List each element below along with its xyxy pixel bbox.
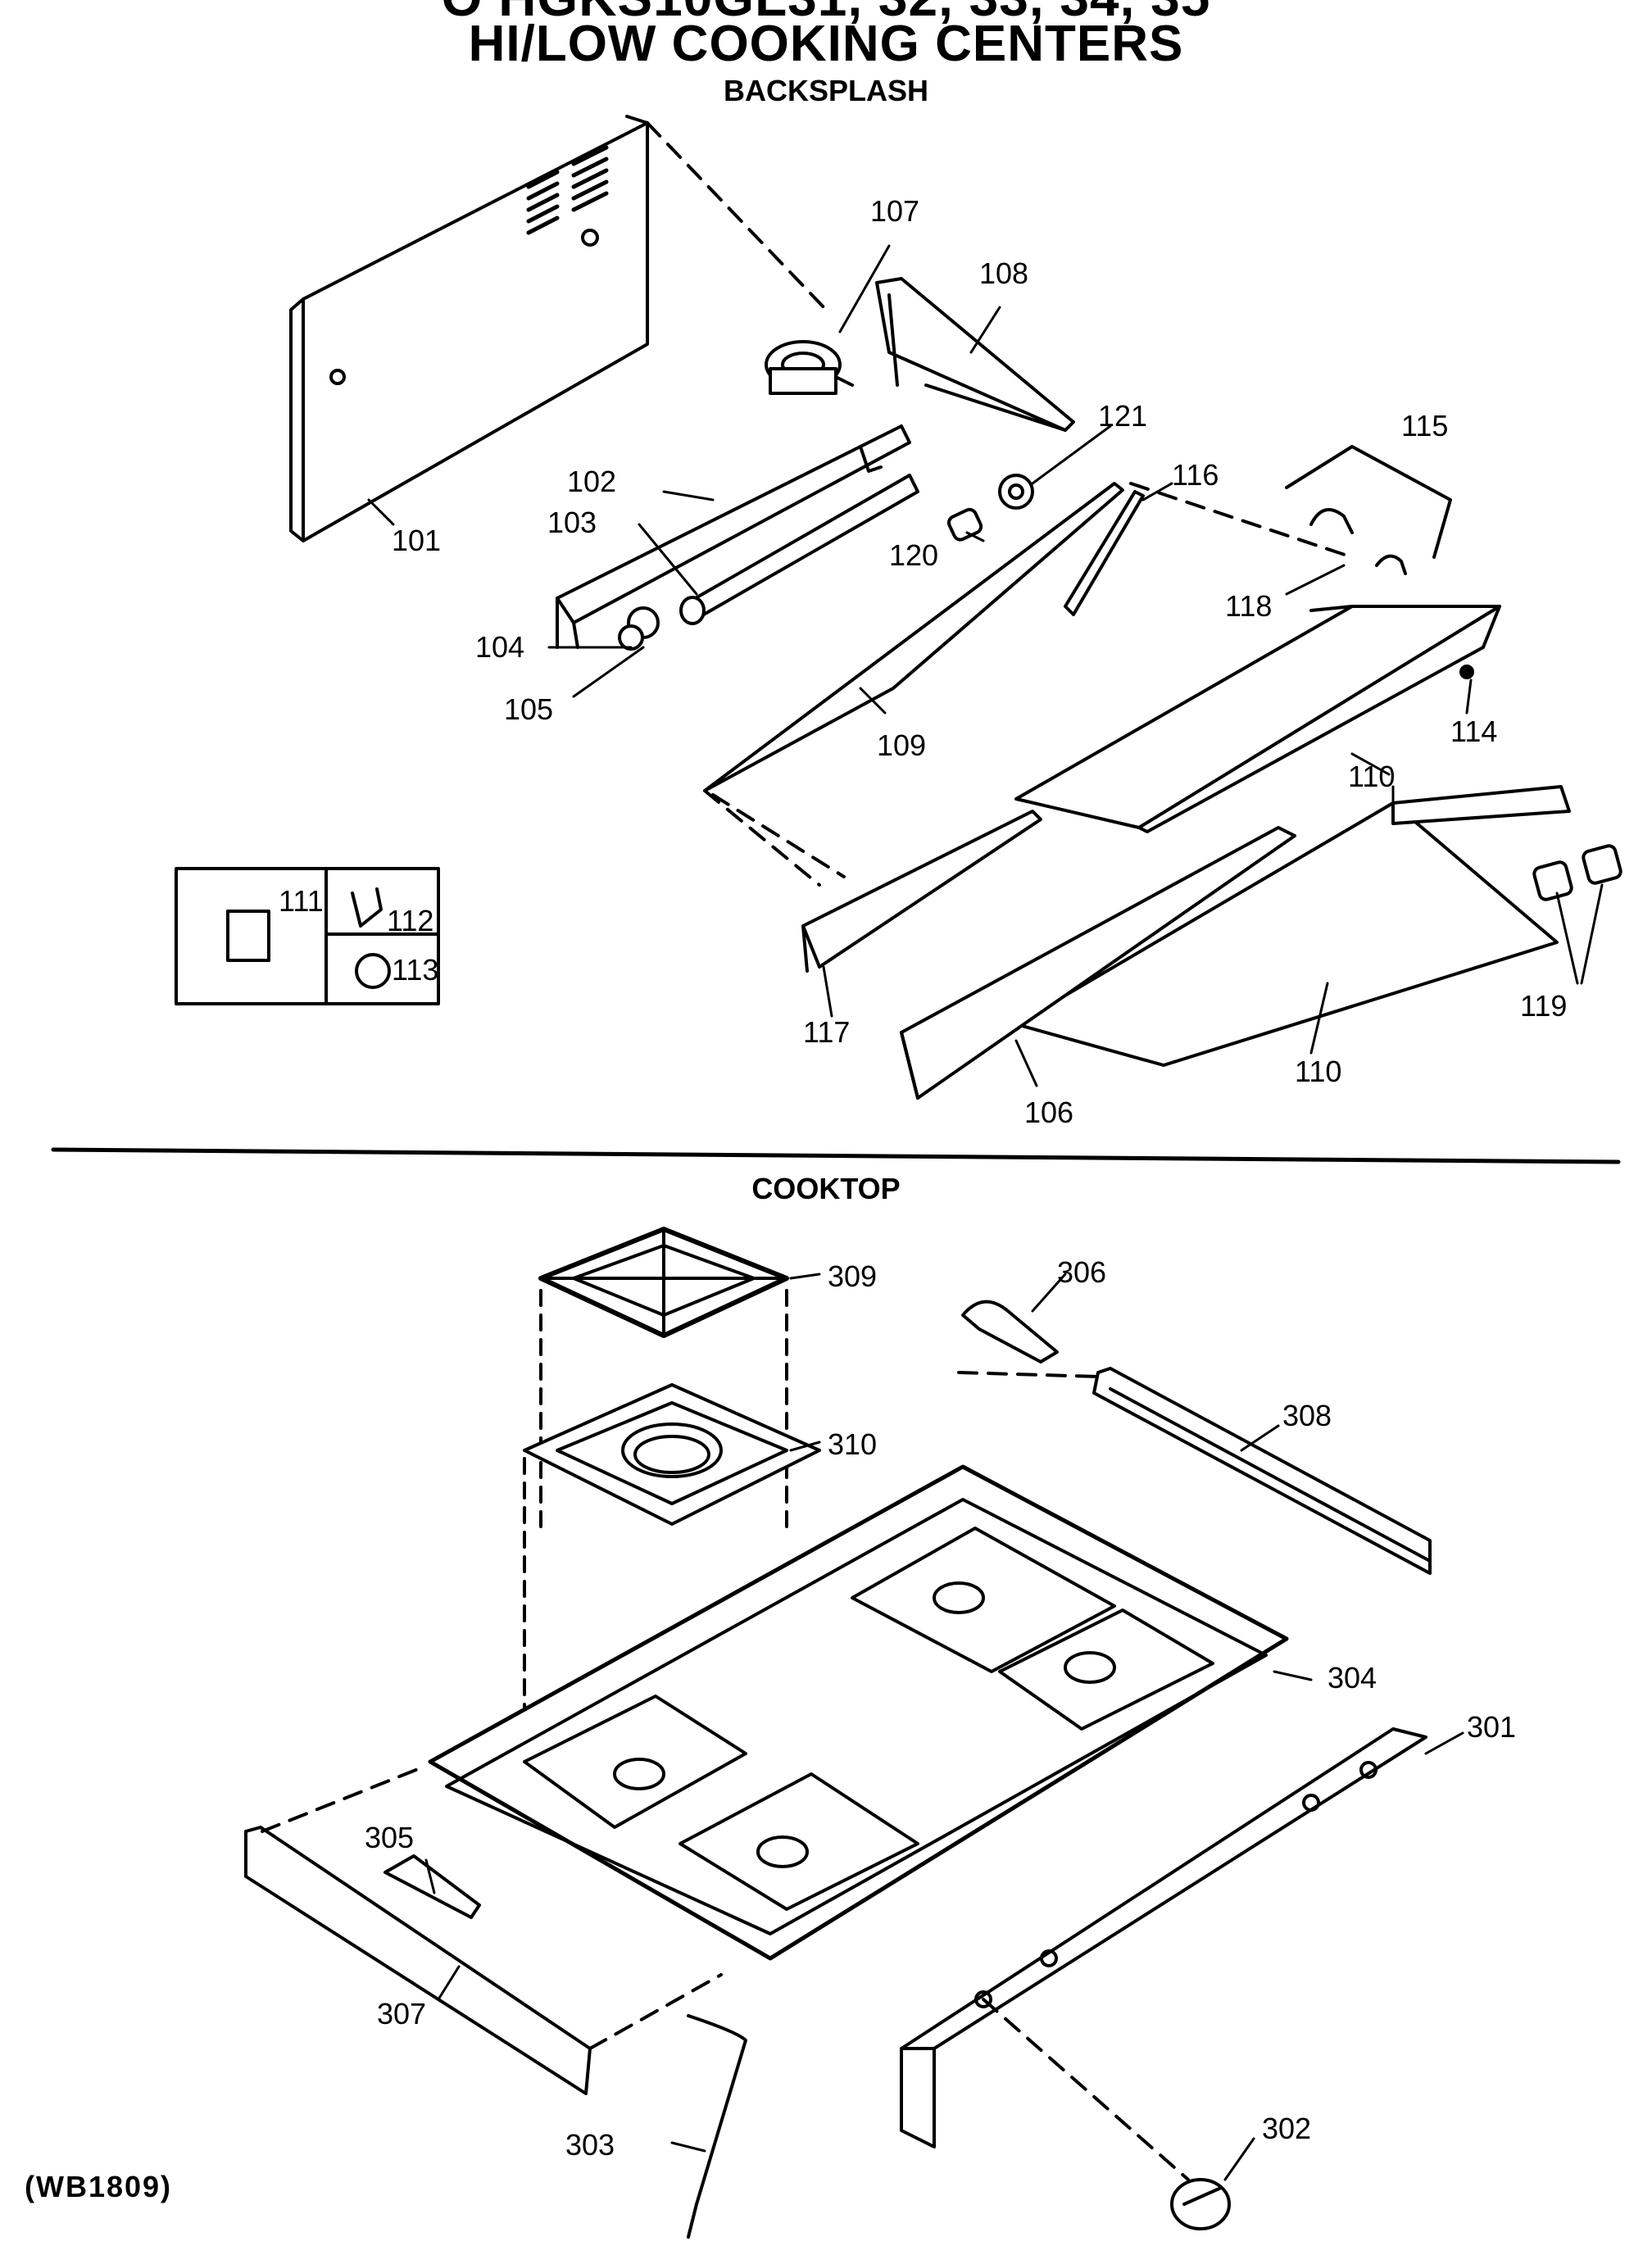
front-strip-307 (244, 1826, 592, 2095)
label-307: 307 (377, 1997, 426, 2030)
label-308: 308 (1282, 1399, 1332, 1432)
label-109: 109 (877, 728, 926, 762)
label-118: 118 (1225, 589, 1272, 623)
label-108: 108 (979, 256, 1028, 290)
trim-strip-116 (1064, 490, 1145, 616)
label-105: 105 (504, 692, 553, 726)
label-114: 114 (1450, 715, 1497, 748)
switches-119 (1532, 844, 1622, 901)
label-302: 302 (1262, 2112, 1311, 2145)
rail-106 (900, 826, 1296, 1100)
label-120: 120 (889, 538, 938, 572)
page-title: HI/LOW COOKING CENTERS (468, 16, 1184, 72)
label-304: 304 (1328, 1661, 1377, 1695)
label-115: 115 (1401, 409, 1448, 442)
label-102: 102 (567, 465, 616, 498)
label-106: 106 (1024, 1096, 1073, 1129)
grate-309 (538, 1227, 789, 1338)
glass-panel-109 (703, 482, 1124, 792)
bracket-108 (875, 277, 1075, 432)
label-103: 103 (547, 506, 597, 539)
front-panel-301 (900, 1727, 1427, 2148)
side-bracket-117 (801, 810, 1042, 973)
label-117: 117 (803, 1015, 850, 1049)
label-310: 310 (828, 1427, 877, 1461)
label-303: 303 (565, 2128, 615, 2162)
label-113: 113 (392, 953, 438, 987)
figure-code: (WB1809) (25, 2170, 173, 2203)
blower-107 (765, 340, 854, 395)
back-panel-101 (289, 115, 649, 542)
label-104: 104 (475, 630, 524, 664)
clips-115 (1285, 445, 1452, 575)
label-116: 116 (1172, 458, 1219, 492)
label-110-lower: 110 (1295, 1055, 1341, 1088)
section-title-cooktop: COOKTOP (751, 1172, 901, 1205)
label-309: 309 (828, 1259, 877, 1293)
section-title-backsplash: BACKSPLASH (723, 74, 928, 107)
tray-110-upper (1014, 605, 1501, 833)
label-119: 119 (1520, 989, 1567, 1023)
label-112: 112 (387, 904, 433, 937)
label-107: 107 (870, 194, 919, 228)
tray-110-lower (1014, 785, 1571, 1067)
label-121: 121 (1098, 399, 1147, 433)
drip-pan-310 (523, 1383, 821, 1526)
inset-box-111-113 (175, 867, 440, 1005)
rail-308 (1092, 1367, 1432, 1575)
label-101: 101 (392, 524, 441, 557)
partial-model-title: O HGKS10GL31, 32, 33, 34, 35 (0, 0, 1652, 28)
label-301: 301 (1467, 1710, 1516, 1744)
tube-assembly-102 (556, 424, 919, 651)
section-divider (51, 1147, 1621, 1164)
clip-306 (961, 1300, 1059, 1363)
label-306: 306 (1057, 1255, 1106, 1289)
label-305: 305 (365, 1821, 414, 1854)
part-labels: 101 102 103 104 105 106 107 108 109 110 … (279, 194, 1567, 2162)
knob-302 (1170, 2178, 1231, 2230)
cooktop-304 (428, 1464, 1289, 1961)
label-110-upper: 110 (1348, 760, 1395, 793)
wire-303 (687, 2014, 747, 2239)
label-111: 111 (279, 884, 324, 918)
